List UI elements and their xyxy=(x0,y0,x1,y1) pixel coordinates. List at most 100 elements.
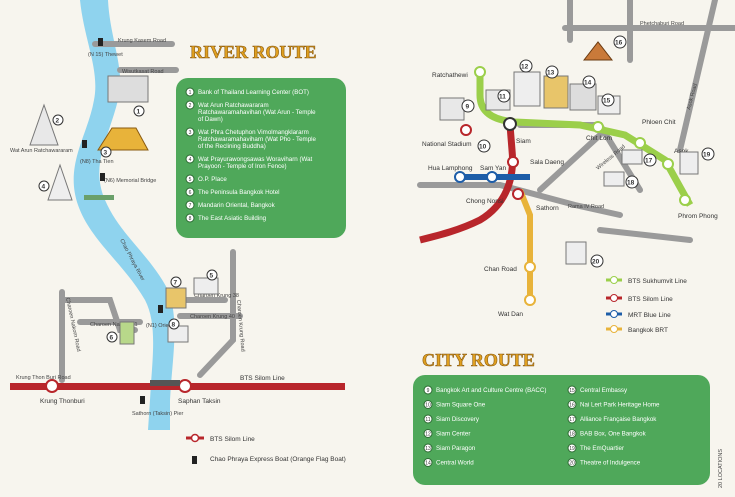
label-saphan-taksin: Saphan Taksin xyxy=(178,398,221,405)
river_route.items-item-num-circle xyxy=(185,174,195,184)
pier-memorial-icon xyxy=(100,173,105,181)
station-saphan-taksin[interactable] xyxy=(178,379,192,393)
label-chong-nonsi: Chong Nonsi xyxy=(466,198,504,205)
marker-7: 7 xyxy=(174,280,178,287)
label-krung-thonburi: Krung Thonburi xyxy=(40,398,85,405)
city_route.left_items-item-text[interactable]: Central World xyxy=(436,460,474,467)
chao-phraya-river xyxy=(73,0,175,430)
river_route.items-item-text[interactable]: O.P. Place xyxy=(198,176,227,183)
city_route.right_items-item-num-circle xyxy=(567,414,577,424)
river_route.items-item-num-circle xyxy=(185,187,195,197)
city_route.left_items-item-text[interactable]: Siam Paragon xyxy=(436,445,476,452)
pier-icons xyxy=(82,38,163,404)
city_route.left_items-item-num-circle xyxy=(423,443,433,453)
road-east xyxy=(597,227,693,243)
mandarin-icon xyxy=(165,287,187,309)
city-stations[interactable] xyxy=(454,66,691,306)
wat-pho-icon xyxy=(97,127,149,151)
river_route.items-item-num: 2 xyxy=(189,103,192,109)
wireless-road xyxy=(537,132,603,193)
legend-brt: Bangkok BRT xyxy=(628,327,668,334)
city_route.right_items-item-text[interactable]: Central Embassy xyxy=(580,387,628,394)
city_route.right_items-item-text[interactable]: The EmQuartier xyxy=(580,445,624,452)
river_route.items-item-text[interactable]: The Peninsula Bangkok Hotel xyxy=(198,189,280,196)
city_route.right_items-item-text[interactable]: Theatre of Indulgence xyxy=(580,460,641,467)
river_route.items-item-text[interactable]: Bank of Thailand Learning Center (BOT) xyxy=(198,89,309,96)
river_route.items-item-num-circle xyxy=(185,154,195,164)
wat-arun-icon xyxy=(29,103,59,146)
river_route.items-item-text[interactable]: The East Asiatic Building xyxy=(198,215,267,222)
city_route.left_items-item-num-circle xyxy=(423,414,433,424)
pier-tha-tien-icon xyxy=(82,140,87,148)
label-rama-iv: Rama IV Road xyxy=(568,204,604,210)
city_route.left_items-item-num-circle xyxy=(423,429,433,438)
city_route.left_items-item-num: 14 xyxy=(425,461,431,467)
station-sala-daeng xyxy=(507,156,519,168)
city_route.right_items-item-num: 16 xyxy=(569,403,575,409)
label-krung-kasem: Krung Kasem Road xyxy=(118,38,166,44)
station-ratchathewi xyxy=(474,66,486,78)
label-wat-dan: Wat Dan xyxy=(498,311,523,318)
marker-3: 3 xyxy=(104,150,108,157)
label-ratchathewi: Ratchathewi xyxy=(432,72,468,79)
river-legend: BTS Silom Line Chao Phraya Express Boat … xyxy=(186,433,346,464)
city_route.left_items-item-text[interactable]: Siam Discovery xyxy=(436,416,480,423)
label-charoen-nakorn-11: Charoen Nakorn 11 xyxy=(90,322,138,328)
svg-text:17: 17 xyxy=(645,158,653,165)
river_route.items-item-num: 6 xyxy=(189,190,192,196)
peninsula-icon xyxy=(119,321,135,345)
svg-text:12: 12 xyxy=(521,64,529,71)
city_route.left_items-item-text[interactable]: Siam Square One xyxy=(436,402,486,409)
label-asok-road: Asok Road xyxy=(686,83,699,111)
op-place-icon xyxy=(193,277,219,295)
city_route.left_items-item-num-circle xyxy=(423,385,433,395)
river-route-panel xyxy=(176,78,346,238)
city_route.left_items-item-text[interactable]: Siam Center xyxy=(436,431,470,438)
memorial-bridge-icon xyxy=(84,195,114,200)
label-hua-lamphong: Hua Lamphong xyxy=(428,165,473,172)
bab-box-icon xyxy=(603,171,625,187)
river-route-title: RIVER ROUTE xyxy=(190,42,317,62)
river_route.items-item-num: 7 xyxy=(189,203,192,209)
station-krung-thonburi[interactable] xyxy=(45,379,59,393)
station-sam-yan xyxy=(486,171,498,183)
marker-8: 8 xyxy=(172,322,176,329)
alliance-icon xyxy=(621,149,643,165)
marker-2: 2 xyxy=(56,118,60,125)
rama-iv-road xyxy=(417,182,623,218)
marker-1: 1 xyxy=(137,109,141,116)
page-label: 20 LOCATIONS xyxy=(718,449,724,488)
label-siam: Siam xyxy=(516,138,531,145)
label-charoen-krung-38: Charoen Krung 38 xyxy=(194,293,239,299)
river-roads xyxy=(59,41,243,383)
city_route.left_items-item-text[interactable]: Bangkok Art and Culture Centre (BACC) xyxy=(436,387,546,394)
svg-text:20: 20 xyxy=(592,259,600,266)
label-national-stadium: National Stadium xyxy=(422,141,472,148)
svg-text:14: 14 xyxy=(584,80,592,87)
city_route.right_items-item-num-circle xyxy=(567,400,577,409)
river_route.items-item-text[interactable]: Mandarin Oriental, Bangkok xyxy=(198,202,276,209)
city_route.right_items-item-num-circle xyxy=(567,458,577,467)
river_route.items-item-num-circle xyxy=(185,213,195,223)
city_route.right_items-item-text[interactable]: Alliance Française Bangkok xyxy=(580,416,657,423)
city-route-panel xyxy=(413,375,710,485)
city_route.right_items-item-num-circle xyxy=(567,429,577,438)
city_route.right_items-item-text[interactable]: Nai Lert Park Heritage Home xyxy=(580,402,660,409)
label-oriental: (N1) Oriental xyxy=(146,323,177,329)
siam-paragon-icon xyxy=(543,75,569,109)
station-hua-lamphong xyxy=(454,171,466,183)
river-route-list: 1 Bank of Thailand Learning Center (BOT) 2… xyxy=(185,87,317,223)
city_route.right_items-item-text[interactable]: BAB Box, One Bangkok xyxy=(580,431,647,438)
brt-line xyxy=(517,188,533,300)
station-phrom-phong xyxy=(679,194,691,206)
city_route.left_items-item-num-circle xyxy=(423,458,433,467)
label-krung-thon-buri-road: Krung Thon Buri Road xyxy=(16,375,71,381)
label-silom-line: BTS Silom Line xyxy=(240,375,285,382)
station-wat-dan xyxy=(524,294,536,306)
legend-boat: Chao Phraya Express Boat (Orange Flag Bo… xyxy=(210,456,346,463)
river_route.items-item-num: 1 xyxy=(189,90,192,96)
